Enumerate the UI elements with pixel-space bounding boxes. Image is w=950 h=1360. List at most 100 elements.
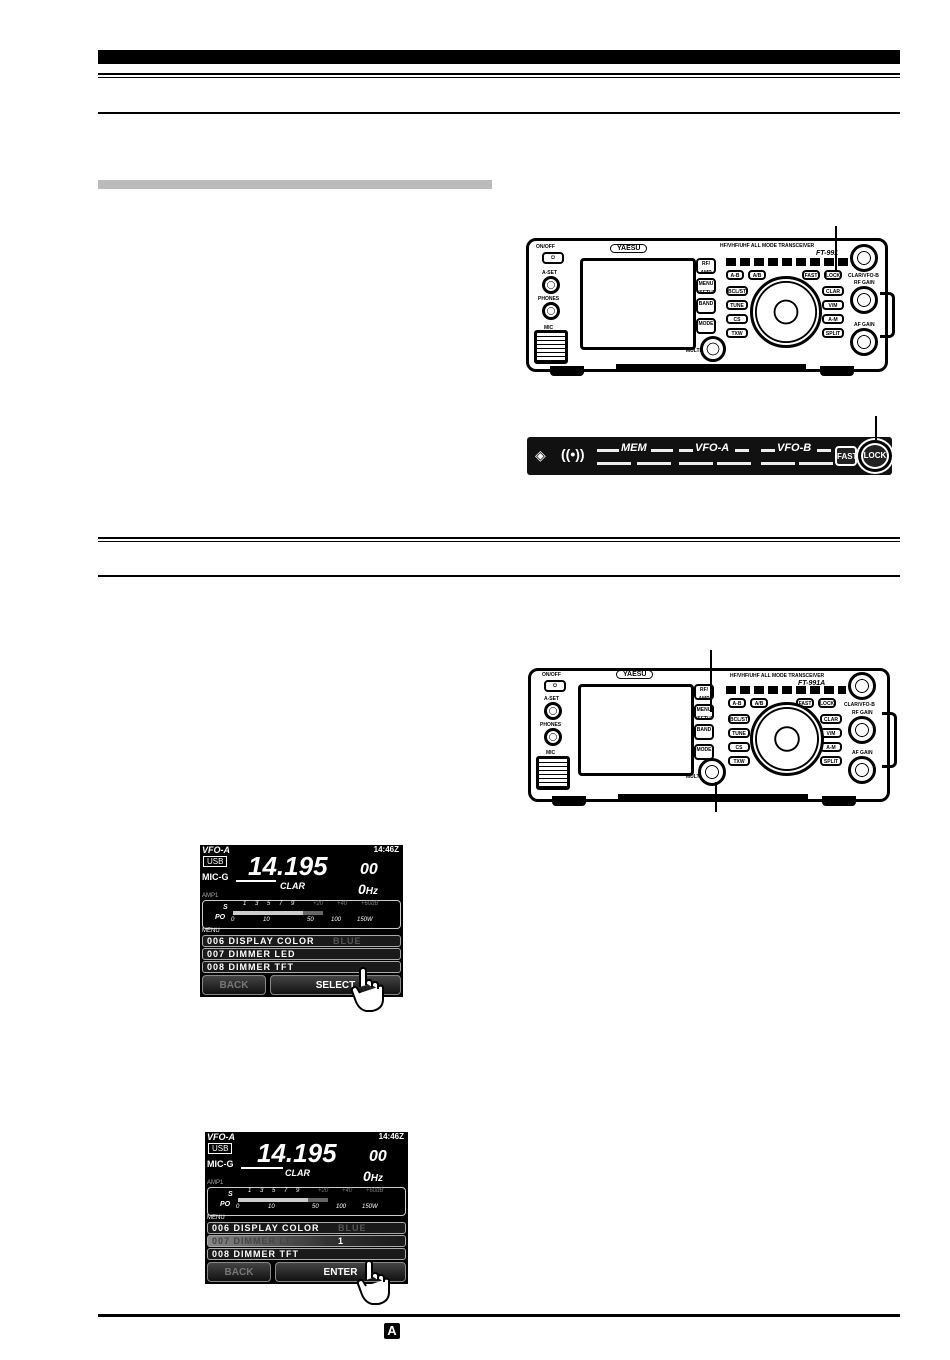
menu-setup-button[interactable]: MENU /SETUP [696, 278, 716, 294]
vfo-b-label: VFO-B [777, 442, 812, 454]
lock-button[interactable]: LOCK [818, 698, 836, 708]
vfob-bar-1 [761, 462, 795, 465]
main-tuning-dial[interactable] [750, 702, 824, 776]
split-button[interactable]: SPLIT [822, 328, 844, 338]
power-button[interactable]: ⏻ [544, 680, 566, 692]
rf-amp-button[interactable]: RF/ AMP [694, 684, 714, 700]
amp-label: AMP1 [202, 893, 219, 899]
main-tuning-dial[interactable] [750, 276, 822, 348]
lock-key[interactable]: LOCK [861, 443, 889, 469]
tune-button[interactable]: TUNE [726, 300, 748, 310]
a-slash-b-button[interactable]: A/B [748, 270, 766, 280]
vfo-a-label: VFO-A [695, 442, 730, 454]
a-b-button[interactable]: A-B [728, 698, 746, 708]
radio-bottom-strip [618, 794, 808, 799]
rf-gain-knob[interactable] [848, 716, 876, 744]
multi-knob[interactable] [700, 336, 726, 362]
radio-foot-right [822, 796, 856, 806]
band-button[interactable]: BAND [696, 298, 716, 314]
footer-badge: A [384, 1323, 400, 1339]
menu-row-label: 008 DIMMER TFT [212, 1249, 300, 1259]
section-1-rule [98, 112, 900, 114]
txw-button[interactable]: TXW [726, 328, 748, 338]
cs-button[interactable]: CS [728, 742, 750, 752]
v-m-button[interactable]: V/M [822, 300, 844, 310]
mic-connector[interactable] [536, 756, 570, 790]
multi-knob[interactable] [698, 758, 726, 786]
menu-row-dimmer-led[interactable]: 007 DIMMER LED [202, 948, 401, 960]
s-scale-5: 5 [267, 901, 271, 907]
phones-label: PHONES [538, 296, 560, 302]
radio-touch-screen[interactable] [578, 684, 694, 776]
menu-row-dimmer-tft[interactable]: 008 DIMMER TFT [207, 1248, 406, 1260]
phones-jack[interactable] [542, 302, 560, 320]
menu-row-dimmer-tft[interactable]: 008 DIMMER TFT [202, 961, 401, 973]
strip-line-mem-left [597, 449, 619, 452]
mic-label: MIC [544, 325, 554, 331]
radio-indicator-strip [726, 686, 846, 694]
fast-button[interactable]: FAST [802, 270, 820, 280]
rf-gain-knob[interactable] [850, 286, 878, 314]
mode-badge: USB [208, 1143, 233, 1154]
clar-vfo-b-knob[interactable] [848, 672, 876, 700]
strip-line-vfoa-left [679, 449, 693, 452]
bcl-sto-button[interactable]: BCL/STO [726, 286, 748, 296]
clar-vfo-b-label: CLAR/VFO-B [848, 273, 879, 279]
fast-key[interactable]: FAST [835, 446, 857, 466]
clar-button[interactable]: CLAR [820, 714, 842, 724]
po-scale-0: 0 [236, 1204, 240, 1210]
a-slash-b-button[interactable]: A/B [750, 698, 768, 708]
mode-button[interactable]: MODE [696, 318, 716, 334]
header-rule-1 [98, 73, 900, 75]
back-key[interactable]: BACK [202, 975, 266, 995]
clar-button[interactable]: CLAR [822, 286, 844, 296]
cs-button[interactable]: CS [726, 314, 748, 324]
menu-row-label: 006 DISPLAY COLOR [212, 1223, 320, 1233]
band-button[interactable]: BAND [694, 724, 714, 740]
a-set-jack[interactable] [542, 276, 560, 294]
po-scale-100: 100 [336, 1204, 347, 1210]
menu-row-value: 1 [338, 1236, 345, 1246]
po-scale-0: 0 [231, 917, 235, 923]
mem-bar-2 [637, 462, 671, 465]
s-scale-60: +60dB [366, 1188, 384, 1194]
strip-line-vfoa-right [735, 449, 749, 452]
finger-tap-icon [356, 1260, 390, 1305]
tune-button[interactable]: TUNE [728, 728, 750, 738]
split-button[interactable]: SPLIT [820, 756, 842, 766]
mic-connector[interactable] [534, 330, 568, 364]
mic-gain-label: MIC-G [202, 872, 229, 882]
meter-bar-dim [303, 911, 323, 915]
rf-amp-button[interactable]: RF/ AMP [696, 258, 716, 274]
vfoa-bar-2 [717, 462, 751, 465]
mic-gain-bar [236, 880, 276, 882]
bcl-sto-button[interactable]: BCL/STO [728, 714, 750, 724]
a-set-jack[interactable] [544, 702, 562, 720]
rf-gain-label: RF GAIN [852, 710, 873, 716]
power-button[interactable]: ⏻ [542, 252, 564, 264]
frequency-small: 00 [360, 861, 378, 878]
a-m-button[interactable]: A-M [822, 314, 844, 324]
vfo-label: VFO-A [207, 1132, 235, 1142]
a-b-button[interactable]: A-B [726, 270, 744, 280]
vfob-bar-2 [799, 462, 833, 465]
menu-setup-button[interactable]: MENU /SETUP [694, 704, 714, 720]
lock-button[interactable]: LOCK [824, 270, 842, 280]
txw-button[interactable]: TXW [728, 756, 750, 766]
subsection-gray-bar [98, 180, 492, 189]
radio-touch-screen[interactable] [580, 258, 696, 350]
a-set-label: A-SET [542, 270, 557, 276]
enter-key[interactable]: ENTER [275, 1262, 406, 1282]
po-scale-150: 150W [362, 1204, 378, 1210]
s-scale-9: 9 [296, 1188, 300, 1194]
af-gain-knob[interactable] [848, 756, 876, 784]
s-scale-1: 1 [248, 1188, 252, 1194]
af-gain-knob[interactable] [850, 328, 878, 356]
clar-vfo-b-knob[interactable] [850, 244, 878, 272]
phones-jack[interactable] [544, 728, 562, 746]
back-key[interactable]: BACK [207, 1262, 271, 1282]
multi-label: MULTI [686, 348, 701, 354]
